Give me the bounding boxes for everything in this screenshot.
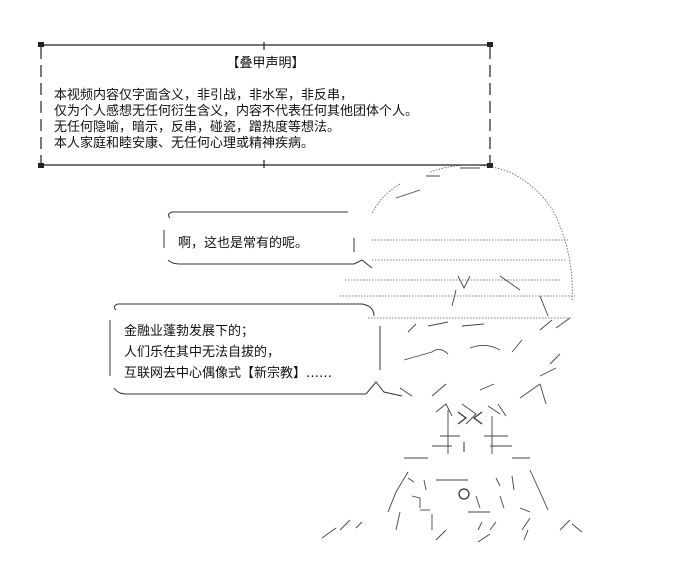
disclaimer-line: 仅为个人感想无任何衍生含义，内容不代表任何其他团体个人。 xyxy=(54,104,419,119)
disclaimer-line: 无任何隐喻，暗示，反串，碰瓷，蹭热度等想法。 xyxy=(54,120,341,135)
disclaimer-title: 【叠甲声明】 xyxy=(226,56,305,71)
disclaimer-lines: 本视频内容仅字面含义，非引战，非水军，非反串， 仅为个人感想无任何衍生含义，内容… xyxy=(54,88,418,152)
speech-bubble-bottom-line: 金融业蓬勃发展下的； xyxy=(124,324,255,339)
speech-bubble-bottom: 金融业蓬勃发展下的； 人们乐在其中无法自拔的， 互联网去中心偶像式【新宗教】…… xyxy=(104,300,404,398)
disclaimer-frame xyxy=(38,42,493,168)
disclaimer-line: 本视频内容仅字面含义，非引战，非水军，非反串， xyxy=(54,88,354,103)
speech-bubble-bottom-outline xyxy=(109,303,403,397)
speech-bubble-bottom-line: 人们乐在其中无法自拔的， xyxy=(124,345,281,360)
speech-bubble-top: 啊，这也是常有的呢。 xyxy=(158,210,374,268)
disclaimer-box: 【叠甲声明】 本视频内容仅字面含义，非引战，非水军，非反串， 仅为个人感想无任何… xyxy=(38,42,493,168)
speech-bubble-bottom-line: 互联网去中心偶像式【新宗教】…… xyxy=(124,366,333,381)
speech-bubble-top-outline xyxy=(163,211,373,268)
speech-bubble-top-text: 啊，这也是常有的呢。 xyxy=(178,236,309,251)
disclaimer-line: 本人家庭和睦安康、无任何心理或精神疾病。 xyxy=(54,136,315,151)
